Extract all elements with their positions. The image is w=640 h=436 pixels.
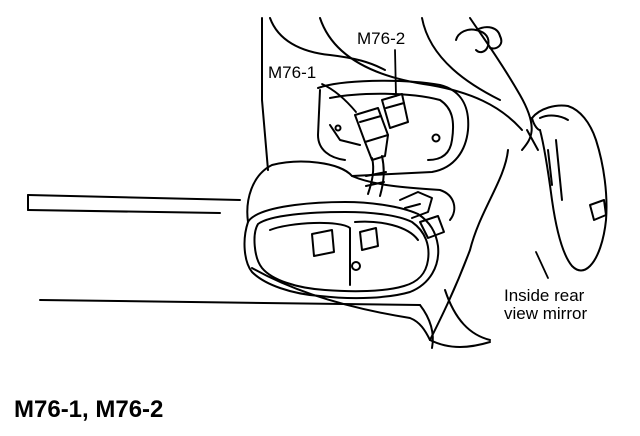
connector-m76-1	[354, 107, 389, 161]
callout-leaders	[321, 49, 549, 279]
callout-mirror-line-2: view mirror	[504, 304, 588, 323]
wiring-harness	[365, 155, 387, 197]
roof-panel-outline	[251, 17, 533, 348]
callout-m76-2: M76-2	[357, 29, 406, 48]
callout-inside-rear-view-mirror: Inside rear view mirror	[504, 287, 587, 323]
overhead-console	[243, 160, 456, 300]
sun-visor-clip	[455, 26, 503, 54]
callout-mirror-line-1: Inside rear	[504, 286, 585, 305]
lower-trim-panel	[27, 194, 434, 349]
inside-rear-view-mirror	[526, 104, 608, 272]
callout-m76-1: M76-1	[268, 63, 317, 82]
mounting-bracket	[317, 79, 470, 177]
connector-m76-2	[381, 93, 409, 129]
figure-caption: M76-1, M76-2	[14, 396, 164, 423]
